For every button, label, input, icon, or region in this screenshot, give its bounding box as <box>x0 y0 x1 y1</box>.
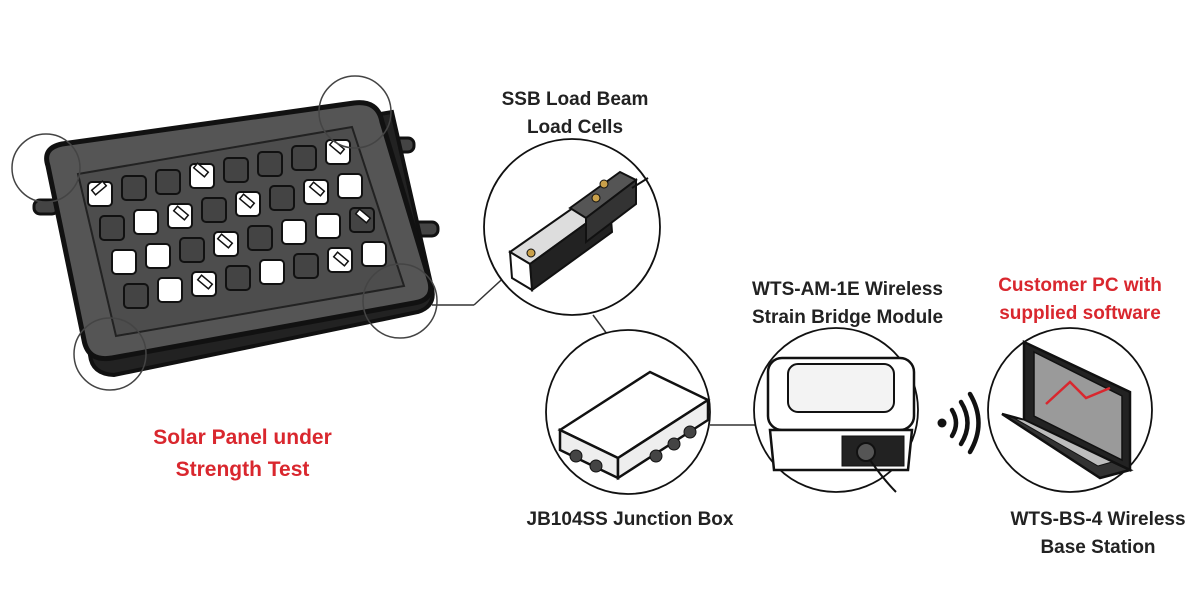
corner-callouts <box>11 75 438 391</box>
solar-panel-label: Solar Panel under Strength Test <box>153 426 332 481</box>
strain-module-callout <box>753 327 919 493</box>
laptop-callout <box>987 327 1153 493</box>
strain-module-label: WTS-AM-1E Wireless Strain Bridge Module <box>751 279 944 328</box>
solar-panel-illustration <box>11 75 440 391</box>
junction-box-label: JB104SS Junction Box <box>526 509 734 530</box>
wifi-signal-icon <box>937 391 981 455</box>
base-station-label: WTS-BS-4 Wireless Base Station <box>1010 509 1186 558</box>
junction-box-callout <box>545 329 711 495</box>
cell-glare-marks <box>90 139 372 290</box>
load-cells-label: SSB Load Beam Load Cells <box>501 89 649 138</box>
customer-pc-label: Customer PC with supplied software <box>998 275 1162 324</box>
solar-cells <box>87 139 387 309</box>
load-cell-callout <box>483 138 661 316</box>
